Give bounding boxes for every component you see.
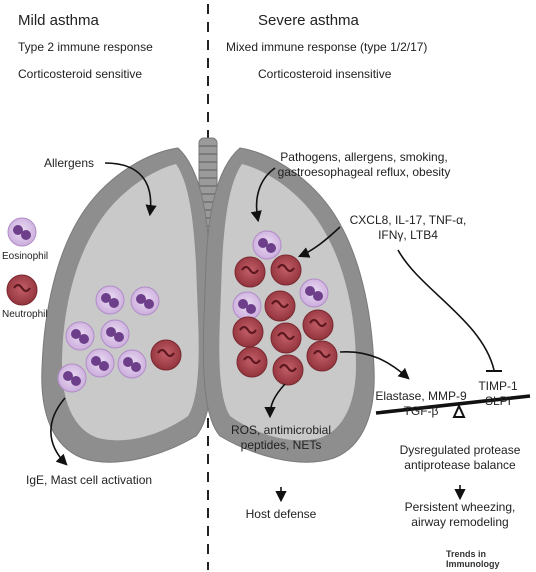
neutrophil-cell: [302, 309, 334, 341]
timp-label: TIMP-1: [478, 379, 518, 393]
ros-line-1: ROS, antimicrobial: [230, 423, 332, 437]
elastase-line-2: TGF-β: [403, 404, 439, 418]
neutrophil-cell: [272, 354, 304, 386]
mild-response: Type 2 immune response: [18, 40, 153, 54]
neutrophil-cell: [236, 346, 268, 378]
neutrophil-cells: [6, 254, 338, 386]
eosinophil-cell: [100, 319, 130, 349]
cytokines-line-1: CXCL8, IL-17, TNF-α,: [349, 213, 467, 227]
triggers-line-2: gastroesophageal reflux, obesity: [277, 165, 451, 179]
neutrophil-cell: [232, 316, 264, 348]
cytokines-line-2: IFNγ, LTB4: [378, 228, 438, 242]
allergens-label: Allergens: [44, 156, 95, 170]
ige-label: IgE, Mast cell activation: [26, 473, 153, 487]
triggers-line-1: Pathogens, allergens, smoking,: [280, 150, 448, 164]
neutrophil-cell: [270, 322, 302, 354]
ros-line-2: peptides, NETs: [240, 438, 322, 452]
eosinophil-cell: [130, 286, 160, 316]
neutrophil-cell: [150, 339, 182, 371]
dysregulated-line-1: Dysregulated protease: [399, 443, 521, 457]
allergens-arrow: [104, 162, 157, 217]
eosinophil-cell: [95, 285, 125, 315]
persistent-line-1: Persistent wheezing,: [404, 500, 516, 514]
neutrophil-cell: [270, 254, 302, 286]
severe-sensitivity: Corticosteroid insensitive: [258, 67, 392, 81]
eosinophil-cell: [85, 348, 115, 378]
neutrophil-cell: [264, 290, 296, 322]
eosinophil-cell: [252, 230, 282, 260]
cytokines-arrow: [297, 226, 341, 258]
left-lung: [41, 147, 214, 463]
neutrophil-label: Neutrophil: [2, 309, 48, 320]
dysregulated-line-2: antiprotease balance: [404, 458, 516, 472]
host-defense-label: Host defense: [245, 507, 317, 521]
eosinophil-cell: [7, 217, 37, 247]
mild-sensitivity: Corticosteroid sensitive: [18, 67, 143, 81]
mild-title: Mild asthma: [18, 12, 99, 29]
slpi-label: SLPI: [484, 394, 511, 408]
severe-response: Mixed immune response (type 1/2/17): [226, 40, 428, 54]
eosinophil-label: Eosinophil: [2, 251, 49, 262]
elastase-line-1: Elastase, MMP-9: [375, 389, 467, 403]
eosinophil-cell: [232, 291, 262, 321]
persistent-line-2: airway remodeling: [411, 515, 509, 529]
ros-arrow: [264, 383, 286, 419]
ige-arrow: [50, 397, 68, 466]
elastase-arrow: [339, 351, 410, 380]
severe-title: Severe asthma: [258, 12, 359, 29]
eosinophil-cell: [117, 349, 147, 379]
eosinophil-cell: [299, 278, 329, 308]
neutrophil-cell: [306, 340, 338, 372]
balance-seesaw: [375, 394, 531, 418]
neutrophil-cell: [234, 256, 266, 288]
eosinophil-cell: [57, 363, 87, 393]
neutrophil-cell: [6, 274, 38, 306]
eosinophil-cell: [65, 321, 95, 351]
triggers-arrow: [250, 167, 276, 223]
inhibition-line: [397, 249, 495, 371]
eosinophil-cells: [7, 217, 329, 393]
journal-label: Trends in Immunology: [446, 549, 500, 569]
